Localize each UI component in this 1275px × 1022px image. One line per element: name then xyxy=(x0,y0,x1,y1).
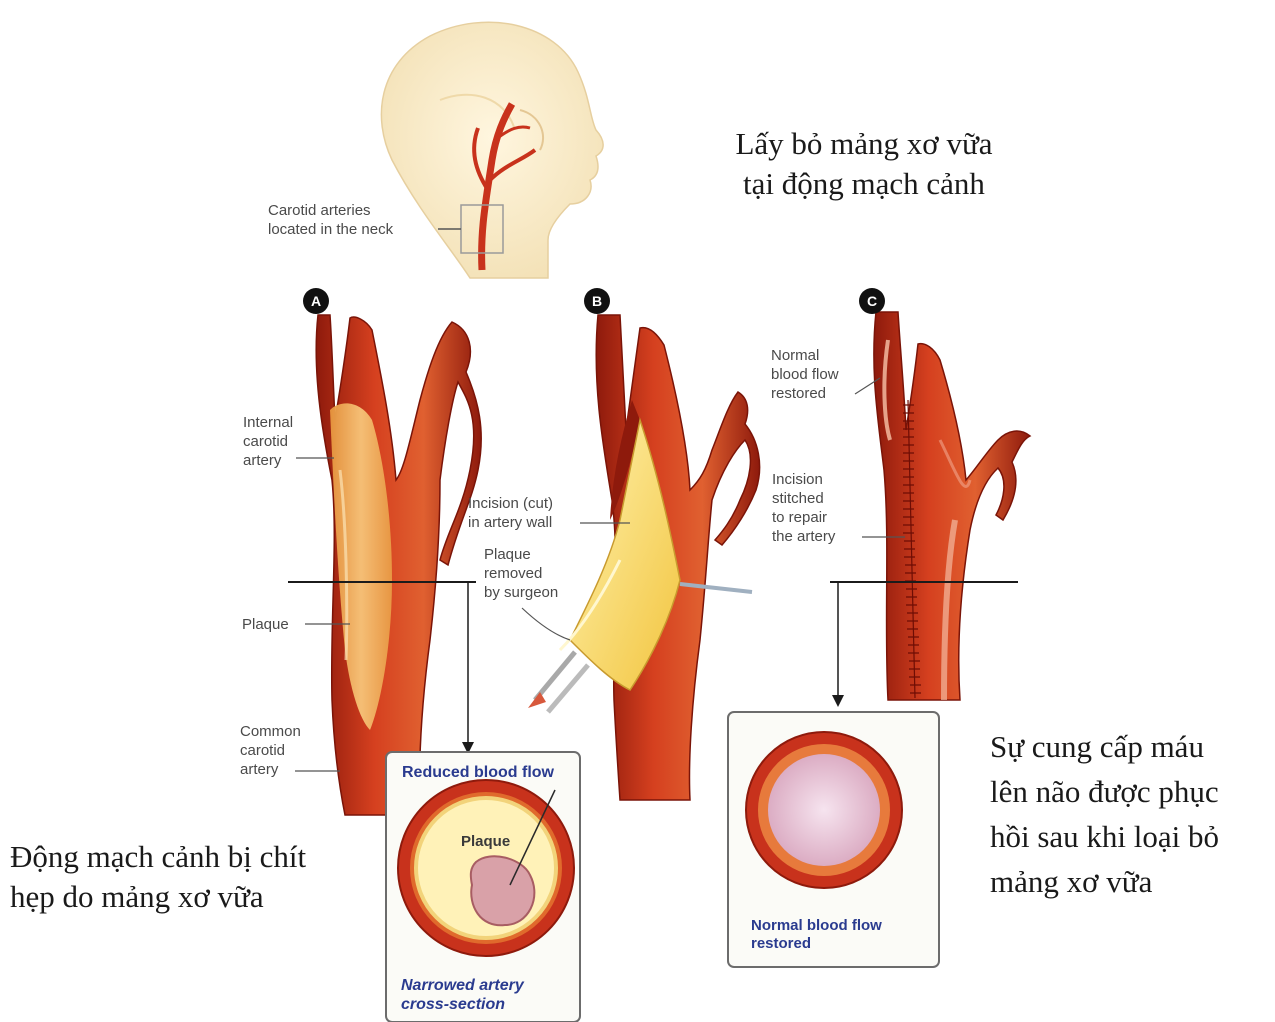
label-incision-cut: Incision (cut) in artery wall xyxy=(468,494,553,532)
box-a-footer: Narrowed artery cross-section xyxy=(401,976,524,1014)
label-common-carotid: Common carotid artery xyxy=(240,722,301,779)
marker-c: C xyxy=(859,288,885,314)
caption-left-vietnamese: Động mạch cảnh bị chít hẹp do mảng xơ vữ… xyxy=(10,837,306,917)
box-c-footer: Normal blood flow restored xyxy=(751,917,882,953)
label-incision-stitched: Incision stitched to repair the artery xyxy=(772,470,835,546)
artery-a-illustration xyxy=(288,315,481,815)
marker-b: B xyxy=(584,288,610,314)
box-a-title: Reduced blood flow xyxy=(402,764,554,782)
label-plaque: Plaque xyxy=(242,615,289,634)
label-carotid-neck: Carotid arteries located in the neck xyxy=(268,201,393,239)
marker-a: A xyxy=(303,288,329,314)
label-normal-flow: Normal blood flow restored xyxy=(771,346,839,403)
label-plaque-removed: Plaque removed by surgeon xyxy=(484,545,558,602)
head-illustration xyxy=(381,22,603,278)
artery-c-illustration xyxy=(830,312,1030,707)
title-vietnamese: Lấy bỏ mảng xơ vữa tại động mạch cảnh xyxy=(714,124,1014,204)
box-a-plaque-label: Plaque xyxy=(461,832,510,851)
caption-right-vietnamese: Sự cung cấp máu lên não được phục hồi sa… xyxy=(990,724,1219,904)
label-internal-carotid: Internal carotid artery xyxy=(243,413,293,470)
